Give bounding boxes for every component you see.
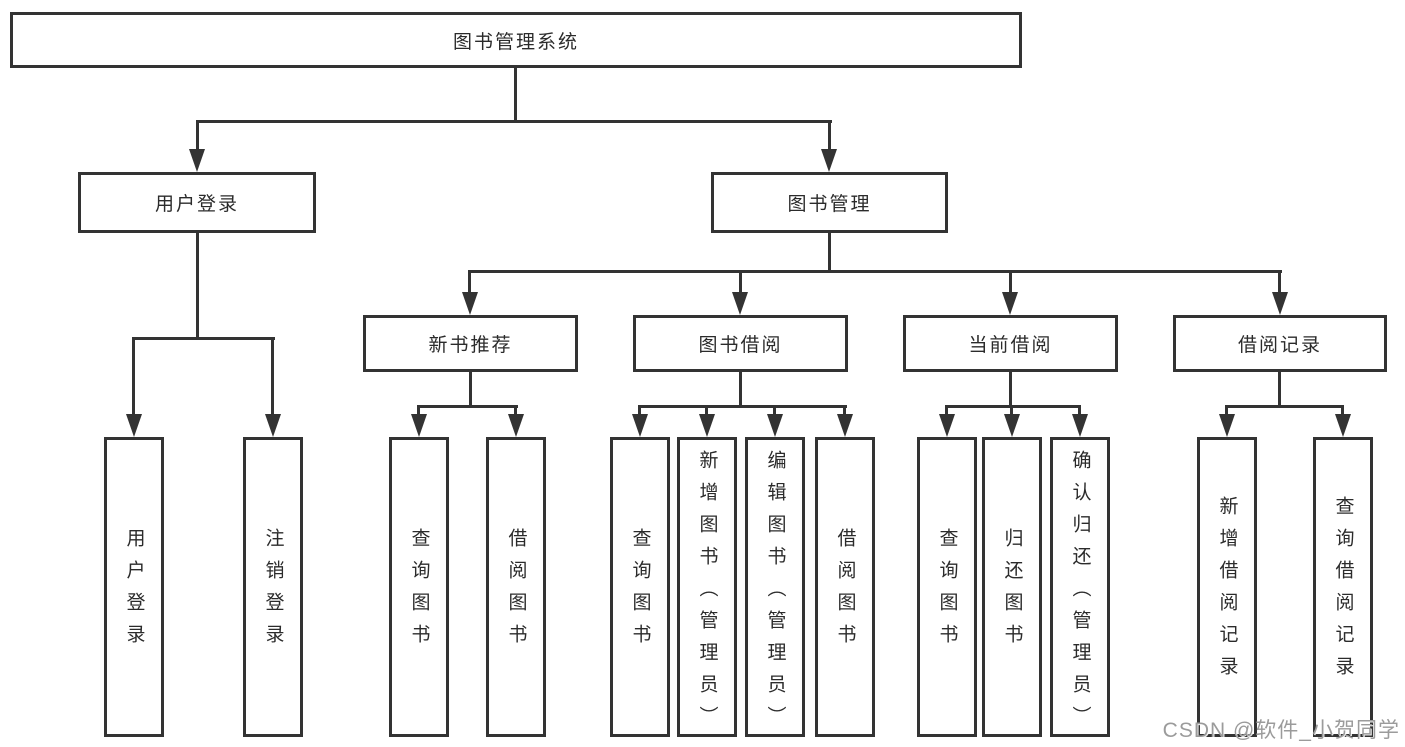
leaf-add-borrow-record: 新增借阅记录 bbox=[1197, 437, 1257, 737]
node-current-borrow: 当前借阅 bbox=[903, 315, 1118, 372]
leaf-label: 归还图书 bbox=[1001, 528, 1023, 656]
node-label: 用户登录 bbox=[154, 194, 239, 215]
connector-stem-leaf bbox=[271, 337, 274, 416]
arrowhead-leaf bbox=[699, 414, 715, 437]
connector-stem-user-login bbox=[196, 120, 199, 152]
node-borrow-records: 借阅记录 bbox=[1173, 315, 1387, 372]
connector-user-login-stem bbox=[196, 233, 199, 340]
leaf-label: 查询图书 bbox=[629, 528, 651, 656]
connector-book-management-stem bbox=[828, 233, 831, 273]
arrowhead-l3 bbox=[1002, 292, 1018, 315]
connector-borrow-split bbox=[638, 405, 847, 408]
node-library-system: 图书管理系统 bbox=[10, 12, 1022, 68]
leaf-add-books-admin: 新增图书（管理员） bbox=[677, 437, 737, 738]
leaf-query-borrow-record: 查询借阅记录 bbox=[1313, 437, 1373, 737]
leaf-borrow-books: 借阅图书 bbox=[815, 437, 875, 737]
arrowhead-leaf bbox=[1219, 414, 1235, 437]
connector-records-split bbox=[1225, 405, 1344, 408]
connector-stem-l3 bbox=[468, 270, 471, 295]
arrowhead-leaf bbox=[632, 414, 648, 437]
connector-stem-leaf bbox=[1225, 405, 1228, 416]
connector-root-stem bbox=[514, 68, 517, 122]
connector-current-split bbox=[945, 405, 1081, 408]
arrowhead-leaf bbox=[837, 414, 853, 437]
node-label: 新书推荐 bbox=[428, 335, 513, 356]
arrowhead-l3 bbox=[462, 292, 478, 315]
leaf-return-books: 归还图书 bbox=[982, 437, 1042, 737]
arrowhead-leaf bbox=[939, 414, 955, 437]
leaf-borrow-books-recommend: 借阅图书 bbox=[486, 437, 546, 737]
connector-current-stem bbox=[1009, 372, 1012, 408]
arrowhead-leaf bbox=[1072, 414, 1088, 437]
arrowhead-leaf bbox=[265, 414, 281, 437]
node-new-book-recommend: 新书推荐 bbox=[363, 315, 578, 372]
leaf-edit-books-admin: 编辑图书（管理员） bbox=[745, 437, 805, 738]
connector-stem-l3 bbox=[739, 270, 742, 295]
leaf-query-books-recommend: 查询图书 bbox=[389, 437, 449, 737]
connector-stem-leaf bbox=[1010, 405, 1013, 416]
connector-book-management-split bbox=[468, 270, 1282, 273]
node-book-borrow: 图书借阅 bbox=[633, 315, 848, 372]
connector-stem-leaf bbox=[843, 405, 846, 416]
leaf-label: 用户登录 bbox=[123, 528, 145, 656]
connector-stem-book-management bbox=[828, 120, 831, 152]
leaf-user-login: 用户登录 bbox=[104, 437, 164, 737]
leaf-label: 借阅图书 bbox=[834, 528, 856, 656]
connector-recommend-stem bbox=[469, 372, 472, 408]
connector-user-login-split bbox=[133, 337, 275, 340]
leaf-label: 编辑图书（管理员） bbox=[764, 450, 786, 738]
leaf-label: 确认归还（管理员） bbox=[1069, 450, 1091, 738]
leaf-confirm-return-admin: 确认归还（管理员） bbox=[1050, 437, 1110, 738]
arrowhead-l3 bbox=[732, 292, 748, 315]
arrowhead-leaf bbox=[767, 414, 783, 437]
leaf-label: 查询图书 bbox=[408, 528, 430, 656]
arrowhead-leaf bbox=[1004, 414, 1020, 437]
node-label: 图书借阅 bbox=[698, 335, 783, 356]
arrowhead-l3 bbox=[1272, 292, 1288, 315]
connector-stem-leaf bbox=[417, 405, 420, 416]
arrowhead-user-login bbox=[189, 149, 205, 172]
arrowhead-leaf bbox=[126, 414, 142, 437]
connector-stem-leaf bbox=[132, 337, 135, 416]
connector-stem-leaf bbox=[773, 405, 776, 416]
connector-stem-leaf bbox=[638, 405, 641, 416]
arrowhead-leaf bbox=[1335, 414, 1351, 437]
csdn-watermark: CSDN @软件_小贺同学 bbox=[1162, 719, 1400, 742]
connector-borrow-stem bbox=[739, 372, 742, 408]
leaf-label: 借阅图书 bbox=[505, 528, 527, 656]
leaf-label: 新增借阅记录 bbox=[1216, 496, 1238, 688]
node-label: 借阅记录 bbox=[1237, 335, 1322, 356]
connector-records-stem bbox=[1278, 372, 1281, 408]
connector-stem-leaf bbox=[1341, 405, 1344, 416]
connector-stem-leaf bbox=[1078, 405, 1081, 416]
connector-root-split bbox=[196, 120, 832, 123]
connector-stem-leaf bbox=[514, 405, 517, 416]
connector-stem-leaf bbox=[705, 405, 708, 416]
node-label: 图书管理 bbox=[787, 194, 872, 215]
leaf-label: 注销登录 bbox=[262, 528, 284, 656]
leaf-query-books-current: 查询图书 bbox=[917, 437, 977, 737]
node-label: 当前借阅 bbox=[968, 335, 1053, 356]
leaf-label: 查询借阅记录 bbox=[1332, 496, 1354, 688]
node-user-login: 用户登录 bbox=[78, 172, 316, 233]
connector-stem-l3 bbox=[1009, 270, 1012, 295]
connector-recommend-split bbox=[417, 405, 518, 408]
leaf-logout: 注销登录 bbox=[243, 437, 303, 737]
node-book-management: 图书管理 bbox=[711, 172, 948, 233]
connector-stem-leaf bbox=[945, 405, 948, 416]
arrowhead-book-management bbox=[821, 149, 837, 172]
leaf-label: 新增图书（管理员） bbox=[696, 450, 718, 738]
arrowhead-leaf bbox=[411, 414, 427, 437]
leaf-label: 查询图书 bbox=[936, 528, 958, 656]
connector-stem-l3 bbox=[1278, 270, 1281, 295]
leaf-query-books-borrow: 查询图书 bbox=[610, 437, 670, 737]
node-label: 图书管理系统 bbox=[452, 31, 579, 53]
arrowhead-leaf bbox=[508, 414, 524, 437]
